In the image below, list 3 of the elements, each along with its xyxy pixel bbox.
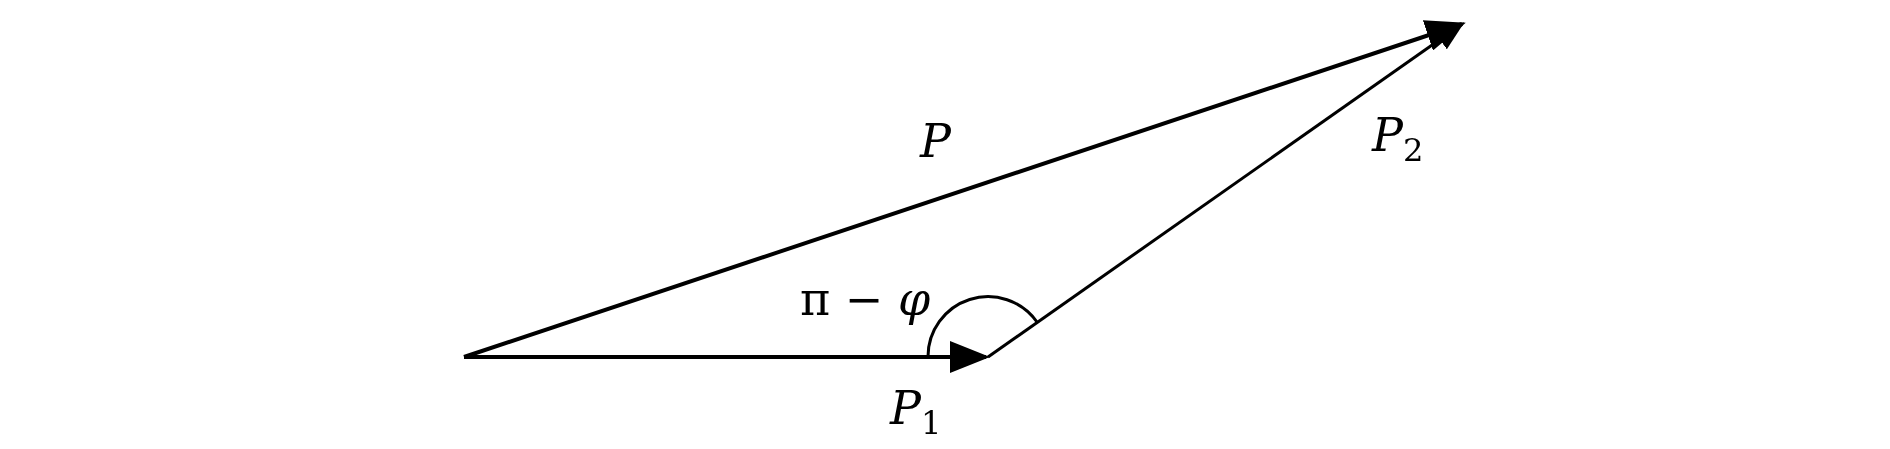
vector-label: P (920, 118, 951, 164)
vector-label: P$_{2}$ (1372, 112, 1424, 167)
vector-label: P$_{1}$ (890, 385, 942, 440)
